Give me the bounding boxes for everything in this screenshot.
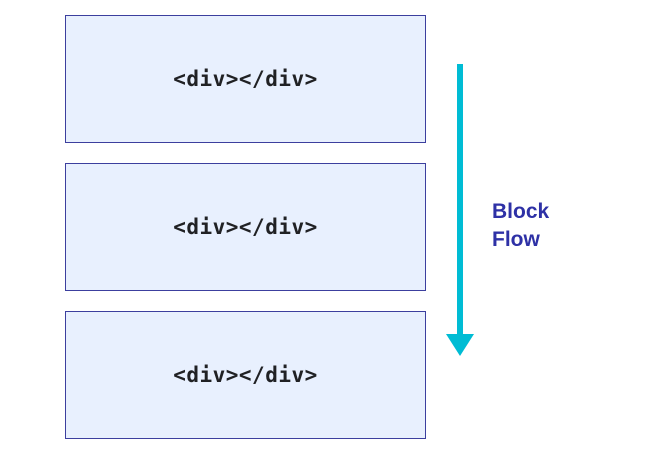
div-block-2: <div></div> — [65, 163, 426, 291]
div-block-1: <div></div> — [65, 15, 426, 143]
arrow-shaft — [457, 64, 463, 336]
div-block-label: <div></div> — [173, 363, 318, 387]
flow-label-line-1: Block — [492, 200, 550, 223]
div-block-3: <div></div> — [65, 311, 426, 439]
down-arrow-icon — [446, 64, 474, 356]
flow-label-line-2: Flow — [492, 228, 540, 251]
flow-label: Block Flow — [492, 198, 549, 254]
arrow-head — [446, 334, 474, 356]
div-block-label: <div></div> — [173, 67, 318, 91]
div-block-label: <div></div> — [173, 215, 318, 239]
